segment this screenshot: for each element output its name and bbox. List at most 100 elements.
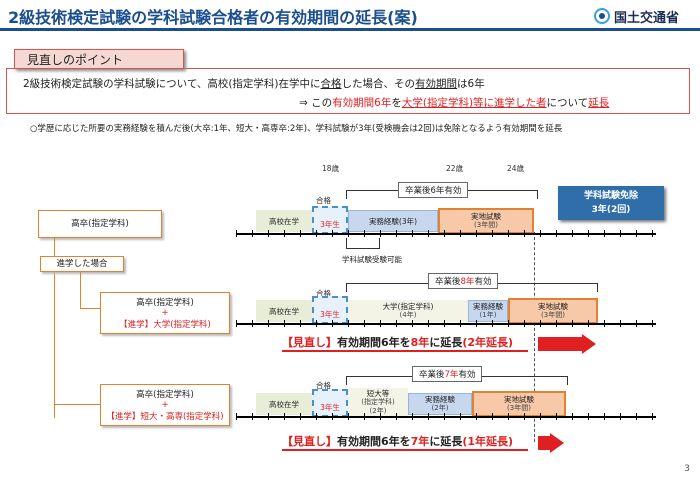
segment-sublabel: (2年) (431, 404, 449, 413)
timeline-axis (236, 323, 656, 325)
timeline-tick (396, 320, 397, 327)
branch-label-box: 進学した場合 (40, 256, 124, 272)
segment-label: 高校在学 (269, 306, 299, 316)
timeline-tick (492, 230, 493, 237)
timeline-tick (492, 413, 493, 420)
extension-result: 【見直し】有効期間6年を7年に延長(1年延長) (282, 433, 513, 449)
timeline-tick (364, 230, 365, 237)
timeline-tick (652, 413, 653, 420)
timeline-axis (236, 416, 656, 418)
age-label-24: 24歳 (507, 164, 525, 173)
segment-sublabel: (2年) (369, 406, 387, 415)
extension-arrow-icon (582, 334, 596, 354)
timeline-tick (476, 320, 477, 327)
segment-third-year: 3年生 (312, 296, 348, 324)
timeline-tick (412, 230, 413, 237)
timeline-tick (460, 320, 461, 327)
timeline-tick (332, 230, 333, 237)
timeline-tick (652, 320, 653, 327)
timeline-tick (348, 320, 349, 327)
pass-label: 合格 (316, 381, 331, 390)
segment-sublabel: (指定学科) (361, 398, 395, 407)
segment-sublabel: (4年) (399, 311, 417, 320)
point-text: した場合、その (341, 78, 416, 90)
timeline-tick (348, 413, 349, 420)
segment-high-school: 高校在学 (256, 393, 312, 415)
timeline-tick (540, 320, 541, 327)
route-label-bottom: 大学(指定学科) (153, 320, 211, 330)
timeline-tick (636, 413, 637, 420)
segment-label: 高校在学 (269, 216, 299, 226)
ministry-emblem-icon (594, 8, 610, 24)
segment-label: 実地試験 (504, 395, 534, 405)
timeline-tick (412, 413, 413, 420)
result-years: 7年 (410, 435, 430, 448)
timeline-tick (236, 230, 237, 237)
segment-university: 大学(指定学科) (4年) (348, 300, 468, 322)
timeline-tick (572, 413, 573, 420)
exam-possible-label: 学科試験受験可能 (342, 255, 402, 264)
timeline-tick (268, 413, 269, 420)
timeline-tick (316, 320, 317, 327)
timeline-axis (236, 233, 656, 235)
badge-text-red: 7年 (444, 370, 459, 380)
result-text: に延長 (429, 435, 463, 448)
pass-label: 合格 (316, 196, 331, 205)
segment-label: 実地試験 (471, 212, 501, 222)
timeline-tick (268, 230, 269, 237)
period-end-guide (534, 232, 535, 442)
timeline-tick (460, 413, 461, 420)
explanation-note: ○学歴に応じた所要の実務経験を積んだ後(大卒:1年、短大・高専卒:2年)、学科試… (30, 124, 563, 134)
extension-arrow-shaft (538, 337, 582, 351)
timeline-tick (380, 320, 381, 327)
plus-icon: + (161, 308, 169, 318)
point-text: を (391, 97, 402, 109)
timeline-tick (284, 413, 285, 420)
timeline-tick (476, 230, 477, 237)
timeline-tick (508, 230, 509, 237)
timeline-tick (444, 320, 445, 327)
timeline-tick (236, 413, 237, 420)
review-point-tab: 見直しのポイント (14, 49, 184, 69)
age-label-22: 22歳 (446, 164, 464, 173)
timeline-tick (428, 230, 429, 237)
segment-work-experience: 実務経験 (2年) (408, 393, 472, 415)
timeline-tick (444, 230, 445, 237)
segment-label: 大学(指定学科) (382, 302, 434, 312)
branch-connector (54, 238, 55, 418)
timeline-tick (412, 320, 413, 327)
result-underline (282, 350, 528, 352)
segment-work-experience: 実務経験(3年) (348, 210, 438, 232)
timeline-tick (364, 320, 365, 327)
timeline-tick (540, 230, 541, 237)
route-high-school-box: 高卒(指定学科) (38, 210, 162, 238)
extension-arrow-shaft (538, 436, 550, 450)
timeline-tick (428, 320, 429, 327)
route-label-prefix: 【進学】 (106, 412, 141, 422)
validity-badge: 卒業後7年有効 (412, 366, 483, 382)
timeline-tick (524, 320, 525, 327)
route-label-prefix: 【進学】 (119, 320, 154, 330)
page-title: 2級技術検定試験の学科試験合格者の有効期間の延長(案) (8, 8, 418, 27)
timeline-tick (284, 320, 285, 327)
badge-text: 有効 (474, 277, 492, 287)
exemption-duration: 3年(2回) (591, 205, 631, 215)
age-label-18: 18歳 (322, 164, 340, 173)
segment-high-school: 高校在学 (256, 210, 312, 232)
badge-text: 卒業後 (419, 370, 445, 380)
timeline-tick (380, 413, 381, 420)
point-text: 2級技術検定試験の学科試験について、高校(指定学科)在学中に (23, 78, 321, 90)
timeline-tick (588, 320, 589, 327)
result-prefix: 【見直し】 (282, 435, 337, 448)
ministry-logo: 国土交通省 (594, 6, 679, 26)
timeline-tick (300, 320, 301, 327)
segment-practical-exam: 実地試験 (3年間) (472, 391, 566, 417)
timeline-tick (300, 230, 301, 237)
segment-work-experience: 実務経験 (1年) (468, 300, 508, 322)
timeline-tick (540, 413, 541, 420)
timeline-tick (380, 230, 381, 237)
segment-practical-exam: 実地試験 (3年間) (438, 208, 534, 234)
route-university-box: 高卒(指定学科) + 【進学】大学(指定学科) (100, 292, 230, 334)
segment-junior-college: 短大等 (指定学科) (2年) (348, 388, 408, 416)
timeline-tick (652, 230, 653, 237)
